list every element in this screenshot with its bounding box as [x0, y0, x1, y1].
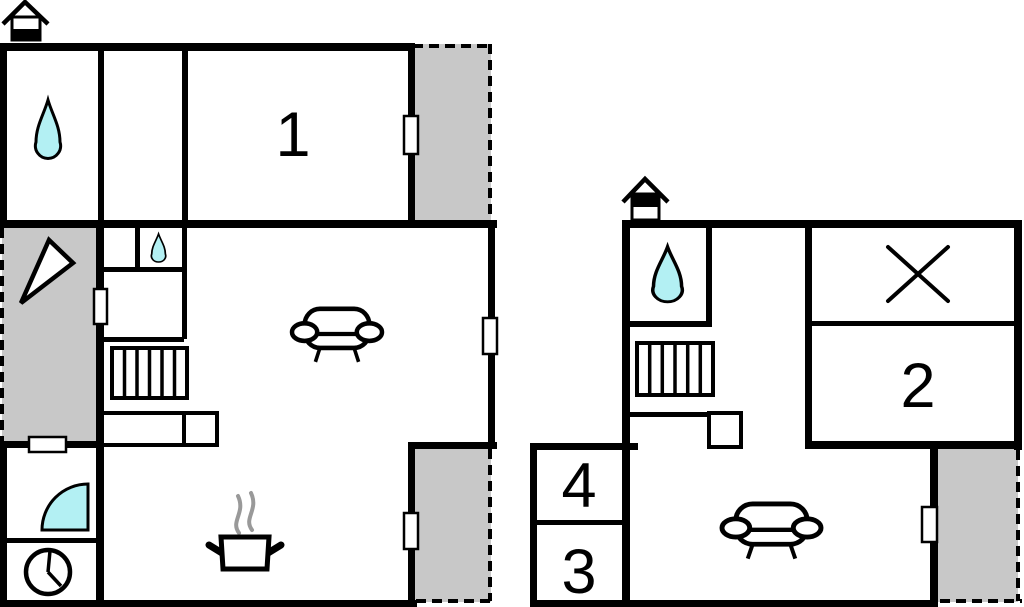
door-marker — [481, 316, 499, 356]
wall — [0, 600, 417, 607]
left-plan-doors — [27, 114, 499, 551]
chimney-band — [12, 29, 40, 40]
door-marker — [402, 114, 420, 156]
water-drop-icon — [33, 98, 63, 160]
terrace-bottom-right — [413, 446, 491, 602]
stair-treads — [647, 343, 703, 395]
stairs-icon — [110, 346, 189, 400]
stairs-icon — [635, 341, 715, 397]
cooking-pot-icon — [205, 491, 285, 572]
wall — [706, 227, 712, 327]
door-marker — [27, 435, 68, 454]
wall — [0, 443, 7, 607]
wall — [0, 538, 104, 543]
clock-icon — [23, 547, 73, 597]
wall — [408, 442, 497, 449]
wall — [812, 321, 1022, 326]
pot-body — [218, 534, 272, 572]
room-2-label: 2 — [900, 351, 935, 421]
right-floor-plan: 2 4 3 — [530, 175, 1022, 607]
wall — [629, 412, 742, 417]
counter-outline — [100, 411, 219, 447]
door-marker — [920, 505, 939, 544]
fireplace-box — [707, 411, 743, 449]
stair-treads — [122, 348, 177, 398]
left-plan-dashed-edges — [0, 44, 493, 603]
sofa-icon — [722, 504, 821, 559]
wall — [629, 321, 712, 327]
x-mark-icon — [886, 245, 950, 303]
wall — [622, 220, 1022, 228]
wall — [135, 227, 140, 270]
wall — [182, 227, 187, 339]
wall — [535, 520, 630, 525]
clock-hand — [46, 570, 63, 588]
steam-icon — [234, 491, 256, 535]
kitchen-counter — [100, 411, 219, 447]
wall — [182, 43, 188, 225]
direction-arrow-icon — [18, 236, 77, 305]
terrace-top-right — [413, 44, 491, 222]
small-water-drop-icon — [150, 233, 167, 263]
room-4-label: 4 — [561, 451, 596, 521]
chimney-band — [632, 194, 659, 207]
room-1-label: 1 — [275, 100, 310, 170]
chimney-icon — [1, 0, 50, 42]
wall — [805, 441, 1022, 449]
wall — [100, 337, 184, 342]
shower-icon — [40, 482, 90, 532]
sofa-icon — [292, 309, 382, 362]
chimney-icon — [621, 175, 670, 222]
wall — [530, 443, 537, 607]
wall — [530, 443, 638, 450]
wall — [0, 43, 7, 228]
wall — [0, 220, 497, 228]
door-marker — [402, 511, 420, 551]
room-3-label: 3 — [561, 537, 596, 607]
terrace-bottom-right — [938, 449, 1018, 602]
right-plan-dashed-edges — [940, 450, 1022, 603]
left-floor-plan: 1 — [0, 0, 499, 607]
wall — [622, 220, 630, 607]
wall — [1014, 220, 1022, 450]
door-marker — [92, 287, 109, 326]
wall — [98, 43, 104, 225]
wall — [805, 220, 812, 448]
water-drop-icon — [651, 245, 685, 304]
wall — [100, 267, 184, 272]
clock-hand — [46, 550, 52, 573]
wall — [530, 600, 938, 607]
wall — [0, 43, 414, 51]
